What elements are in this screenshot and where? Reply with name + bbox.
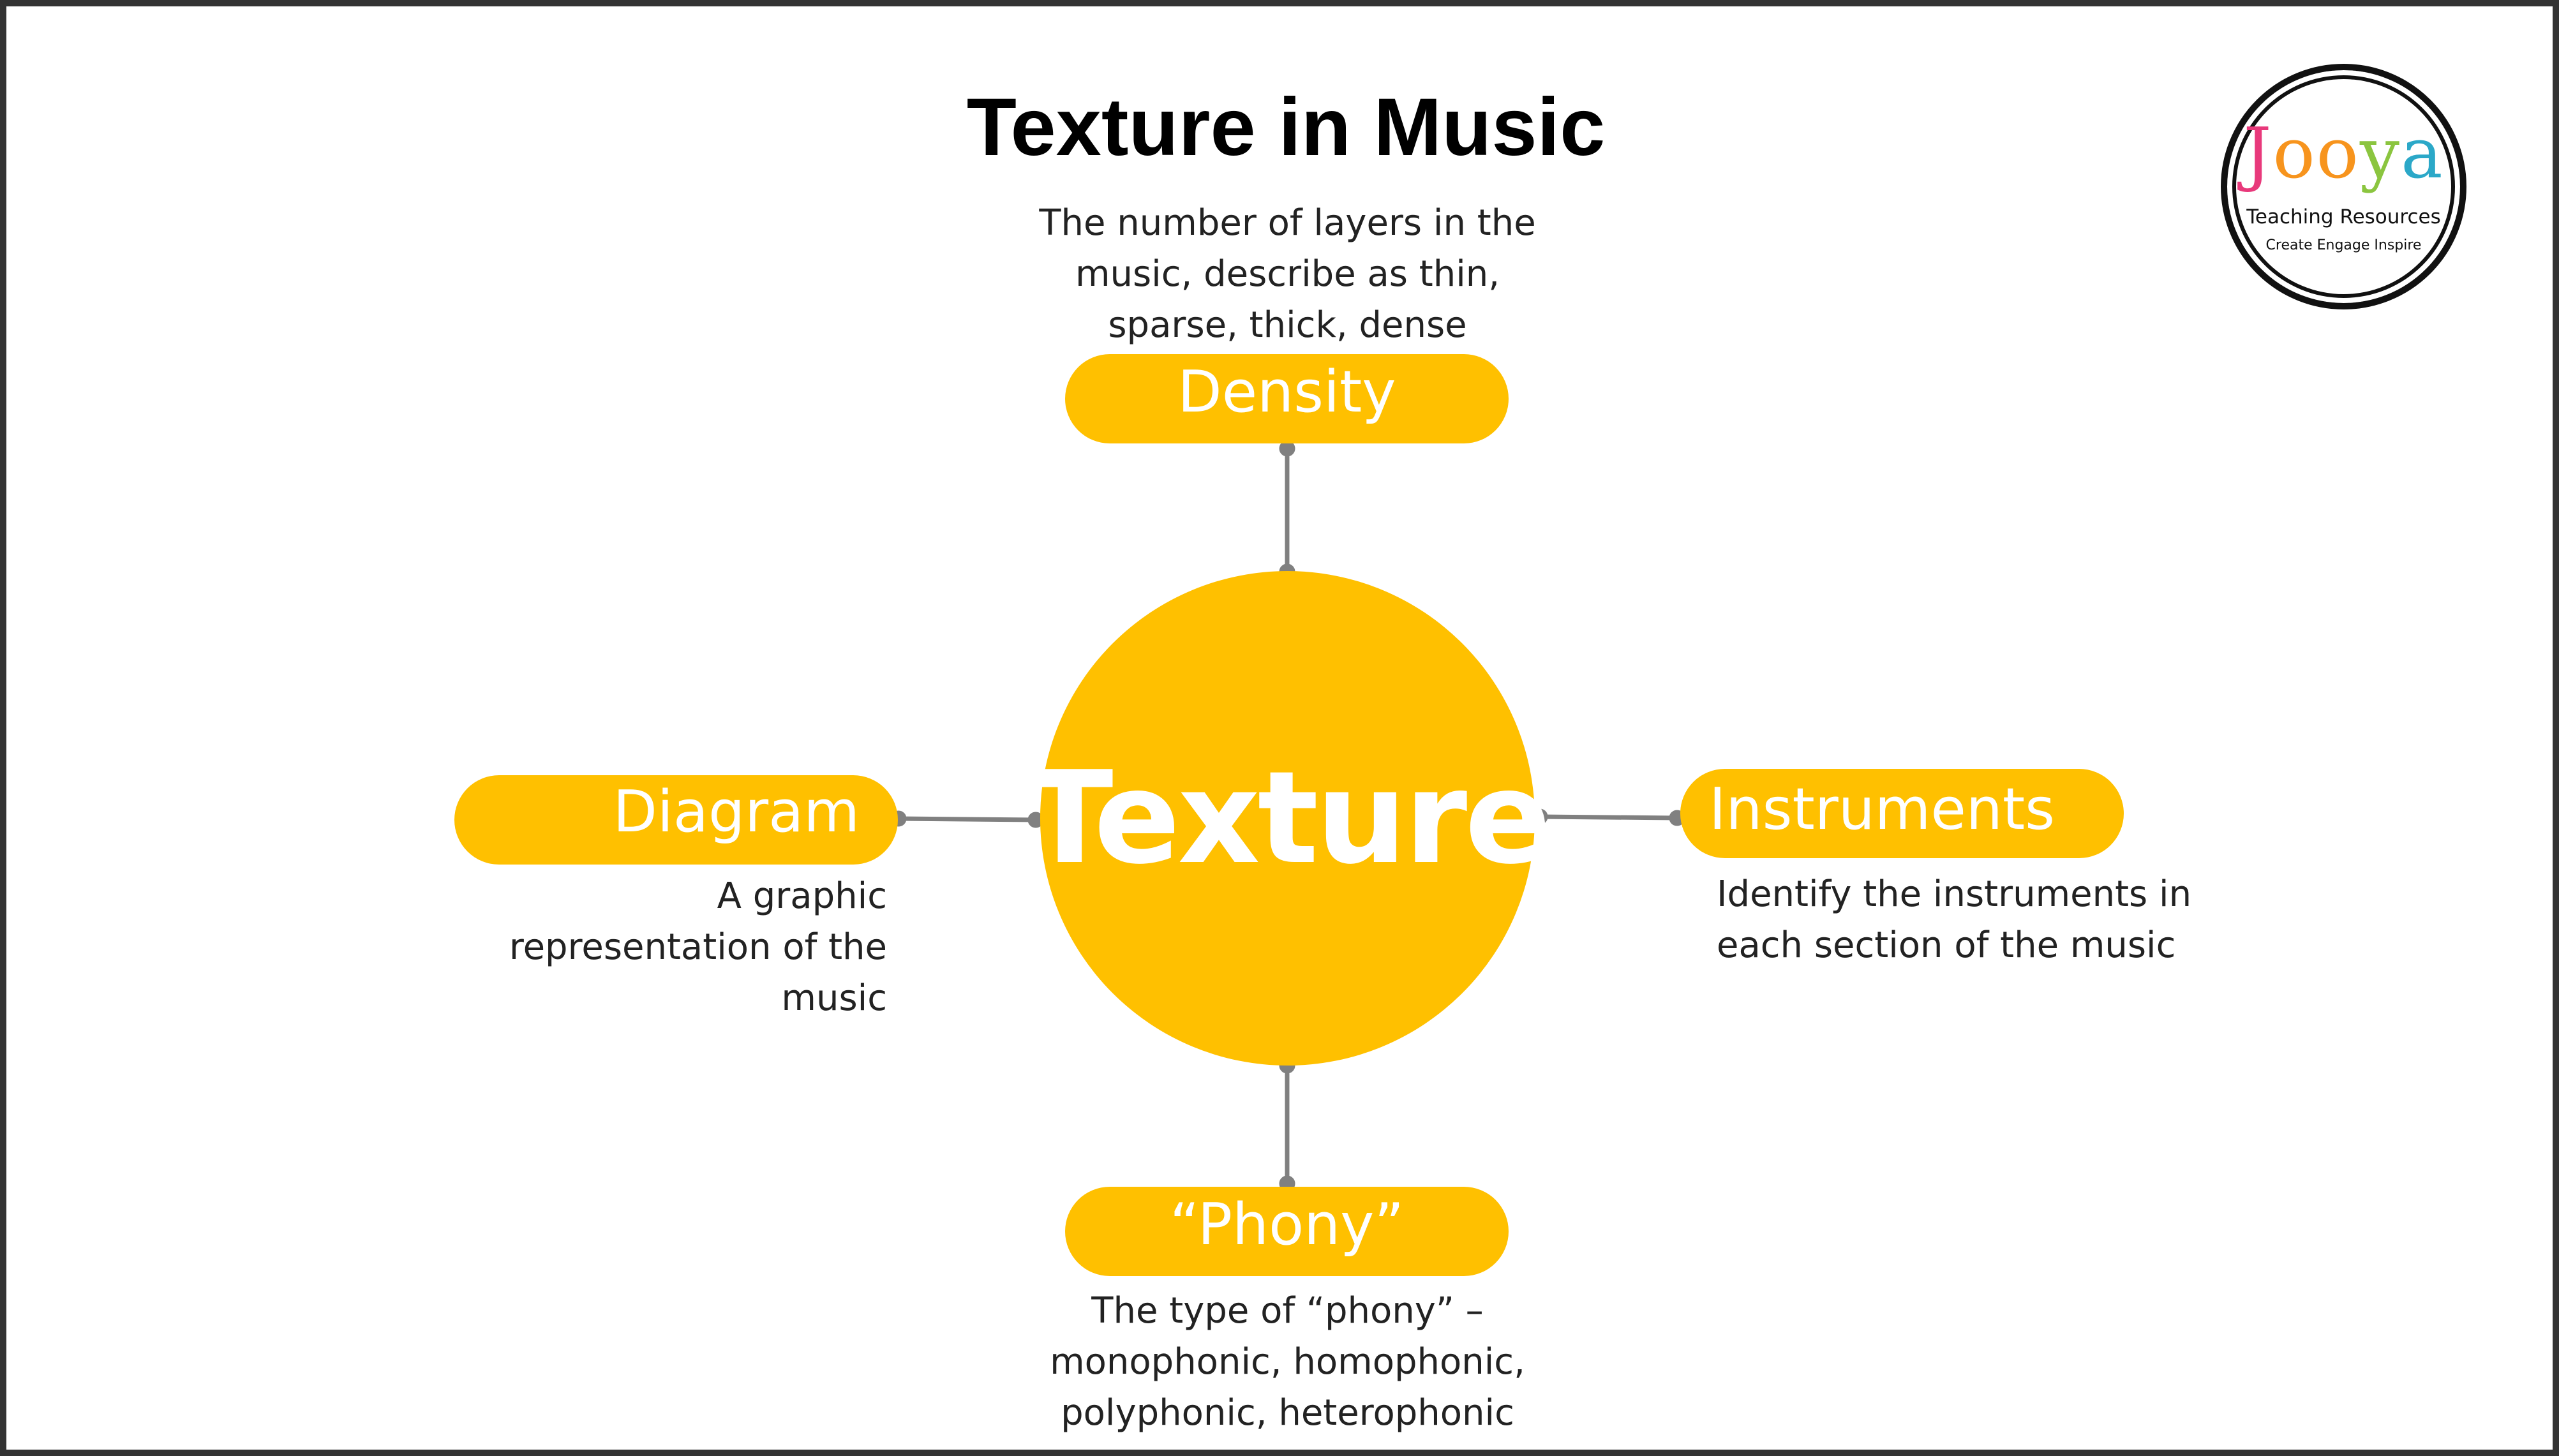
instruments-label: Instruments <box>1709 776 2055 843</box>
phony-node: “Phony” <box>1065 1187 1509 1276</box>
logo-letter: a <box>2401 112 2444 194</box>
texture-center-node: Texture <box>1026 571 1551 1066</box>
connector-lines <box>890 440 1685 1192</box>
jooya-logo: Jooya Teaching Resources Create Engage I… <box>2221 64 2466 309</box>
diagram-description: A graphic representation of the music <box>509 875 887 1019</box>
connector-diagram <box>898 816 1036 822</box>
texture-center-label: Texture <box>1026 744 1551 893</box>
logo-tagline: Create Engage Inspire <box>2265 237 2422 253</box>
connector-density-start-dot <box>1279 440 1295 457</box>
density-node: Density <box>1065 354 1509 443</box>
instruments-description: Identify the instruments in each section… <box>1717 873 2192 966</box>
diagram-node: Diagram <box>454 775 898 865</box>
density-label: Density <box>1177 359 1396 426</box>
logo-wordmark: Jooya <box>2227 115 2460 191</box>
logo-letter: y <box>2359 112 2401 194</box>
diagram-label: Diagram <box>613 778 860 845</box>
instruments-node: Instruments <box>1680 769 2124 858</box>
connector-instruments <box>1539 814 1678 821</box>
logo-letter: J <box>2243 112 2273 194</box>
phony-label: “Phony” <box>1169 1191 1405 1258</box>
page-title: Texture in Music <box>966 82 1606 173</box>
phony-description: The type of “phony” – monophonic, homoph… <box>1050 1290 1525 1434</box>
logo-letter: o <box>2272 112 2317 194</box>
logo-letter: o <box>2316 112 2360 194</box>
density-description: The number of layers in the music, descr… <box>1039 202 1536 346</box>
logo-subtitle: Teaching Resources <box>2246 205 2441 228</box>
